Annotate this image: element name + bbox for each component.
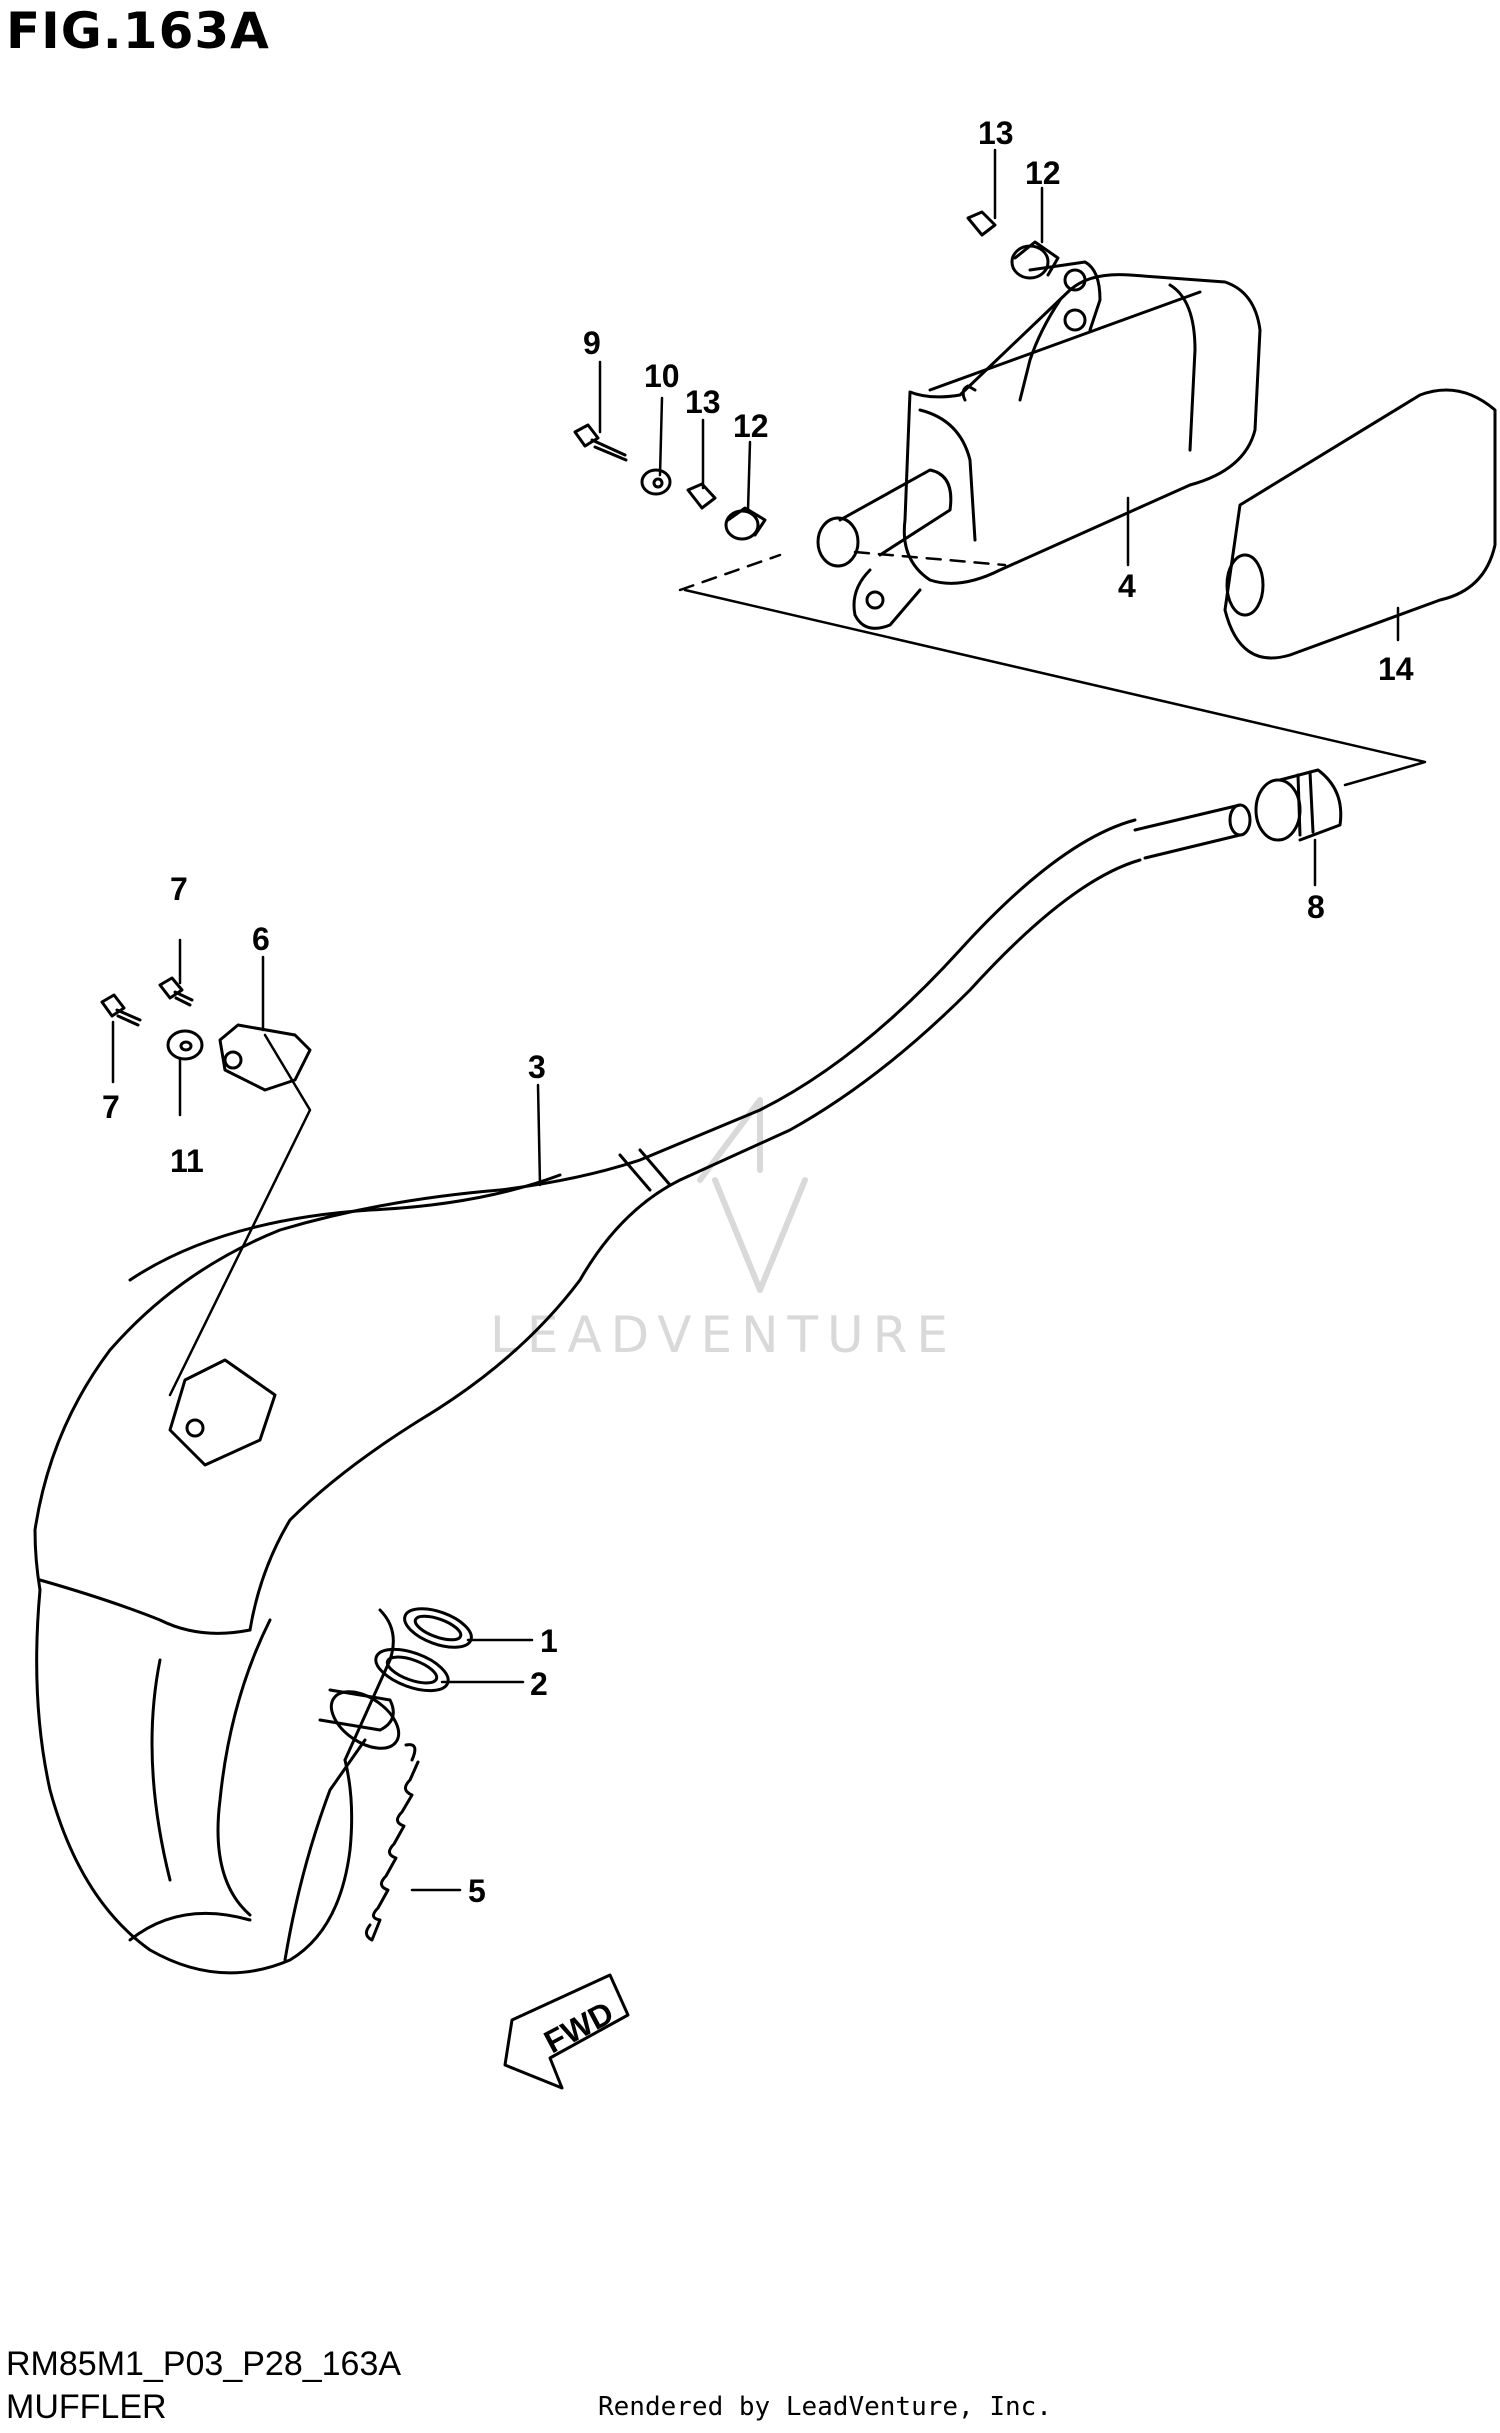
callout-14: 14 (1378, 651, 1414, 687)
callout-3: 3 (528, 1049, 546, 1085)
seal[interactable] (1254, 768, 1343, 842)
model-code: RM85M1_P03_P28_163A (6, 2345, 402, 2383)
callout-12-left: 12 (733, 408, 769, 444)
callout-8: 11 (170, 1143, 204, 1179)
watermark-logo (697, 1097, 808, 1293)
bolt-10[interactable] (573, 423, 628, 462)
washer-11[interactable] (640, 468, 672, 496)
callout-5: 5 (468, 1873, 486, 1909)
leader-lines (111, 148, 1427, 1892)
callout-11: 10 (644, 358, 680, 394)
spring[interactable] (365, 1743, 420, 1942)
callout-4: 4 (1118, 568, 1136, 604)
callout-1: 1 (540, 1623, 558, 1659)
watermark: LEADVENTURE (490, 1097, 957, 1364)
gasket-ring-1[interactable] (400, 1601, 477, 1655)
callout-12-top: 12 (1025, 155, 1061, 191)
callout-9: 8 (1307, 889, 1325, 925)
callout-13-top: 13 (978, 115, 1014, 151)
callout-7-lower: 7 (102, 1089, 120, 1125)
callout-13-left: 13 (685, 384, 721, 420)
bolt-7-upper[interactable] (158, 976, 194, 1007)
callout-6: 6 (252, 921, 270, 957)
render-credit: Rendered by LeadVenture, Inc. (598, 2392, 1052, 2422)
bolt-7-lower[interactable] (100, 993, 142, 1027)
exhaust-pipe[interactable] (33, 803, 1252, 1975)
fwd-arrow: FWD (503, 1973, 630, 2090)
cushion-12-left[interactable] (724, 506, 767, 541)
callout-2: 2 (530, 1666, 548, 1702)
washer-8[interactable] (166, 1029, 204, 1061)
mounting-bracket[interactable] (218, 1023, 312, 1092)
callout-10: 9 (583, 325, 601, 361)
fwd-label: FWD (538, 1994, 619, 2060)
muffler[interactable] (816, 260, 1262, 630)
gasket-ring-2[interactable] (370, 1641, 453, 1699)
muffler-packing[interactable] (1223, 388, 1497, 660)
callout-7-upper: 7 (170, 871, 188, 907)
figure-title: FIG.163A (6, 2, 270, 60)
watermark-text: LEADVENTURE (490, 1306, 957, 1364)
collar-13-top[interactable] (966, 210, 997, 237)
section-name: MUFFLER (6, 2388, 167, 2426)
cushion-12-top[interactable] (1010, 240, 1060, 280)
collar-13-left[interactable] (686, 482, 717, 510)
